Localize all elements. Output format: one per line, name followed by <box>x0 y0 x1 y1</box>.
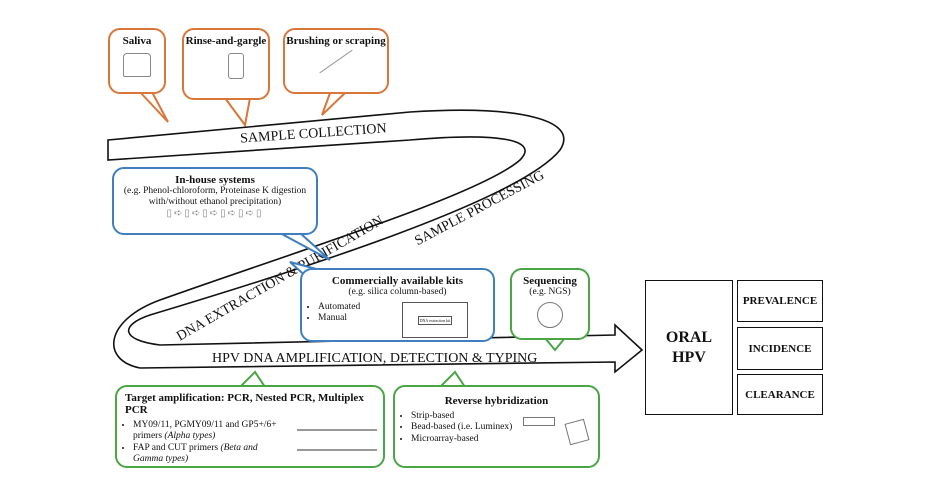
kit-label: DNA extraction kit <box>417 315 453 325</box>
rinse-tail <box>223 97 252 128</box>
list-item: Strip-based <box>411 411 531 422</box>
inhouse-title: In-house systems <box>175 174 255 186</box>
primer-note: (Beta and Gamma types) <box>133 442 258 465</box>
brushing-title: Brushing or scraping <box>286 35 386 47</box>
brushing-tail <box>321 92 348 116</box>
inhouse-callout: In-house systems (e.g. Phenol-chloroform… <box>112 167 318 235</box>
list-item: MY09/11, PGMY09/11 and GP5+/6+ primers (… <box>133 420 283 443</box>
s-curve-arrow <box>107 109 644 374</box>
inhouse-subtitle: (e.g. Phenol-chloroform, Proteinase K di… <box>123 186 307 207</box>
strip-icon <box>523 417 555 426</box>
oral-hpv-box: ORAL HPV <box>645 280 733 415</box>
list-item: Automated <box>318 302 398 313</box>
reverse-hybridization-callout: Reverse hybridization Strip-based Bead-b… <box>393 385 600 468</box>
flow-cell-icon <box>537 301 563 328</box>
list-item: Bead-based (i.e. Luminex) <box>411 422 531 433</box>
target-amplification-callout: Target amplification: PCR, Nested PCR, M… <box>115 385 385 468</box>
extraction-kit-icon: DNA extraction kit <box>402 302 468 338</box>
saliva-tail <box>137 91 169 123</box>
incidence-box: INCIDENCE <box>737 327 823 370</box>
commercial-callout: Commercially available kits (e.g. silica… <box>300 268 495 342</box>
hybridization-title: Reverse hybridization <box>444 395 549 407</box>
brushing-callout: Brushing or scraping <box>283 28 389 94</box>
brush-icon <box>319 49 353 74</box>
list-item: FAP and CUT primers (Beta and Gamma type… <box>133 443 283 466</box>
microarray-icon <box>564 418 590 446</box>
saliva-callout: Saliva <box>108 28 166 94</box>
sequencing-callout: Sequencing (e.g. NGS) <box>510 268 590 340</box>
primer-note: (Alpha types) <box>164 431 216 442</box>
oral-hpv-title: ORAL HPV <box>665 329 713 366</box>
list-item: Manual <box>318 313 398 324</box>
prevalence-box: PREVALENCE <box>737 280 823 322</box>
saliva-tube-icon <box>123 53 151 77</box>
tube-sequence-icon: ▯➪▯➪▯➪▯➪▯➪▯ <box>166 207 264 219</box>
clearance-box: CLEARANCE <box>737 374 823 415</box>
amplification-label: HPV DNA AMPLIFICATION, DETECTION & TYPIN… <box>212 351 537 366</box>
list-item: Microarray-based <box>411 434 531 445</box>
bottle-icon <box>228 53 244 79</box>
sequencing-subtitle: (e.g. NGS) <box>529 287 571 297</box>
commercial-title: Commercially available kits <box>331 275 464 287</box>
saliva-title: Saliva <box>122 35 152 47</box>
primer-text: MY09/11, PGMY09/11 and GP5+/6+ primers <box>133 420 277 442</box>
dna-strand-icon <box>297 429 377 431</box>
target-title: Target amplification: PCR, Nested PCR, M… <box>125 392 364 416</box>
commercial-subtitle: (e.g. silica column-based) <box>348 287 447 297</box>
primer-text: FAP and CUT primers <box>133 442 219 453</box>
sequencing-title: Sequencing <box>523 275 577 287</box>
dna-strand-icon <box>297 449 377 451</box>
rinse-title: Rinse-and-gargle <box>185 35 267 47</box>
rinse-callout: Rinse-and-gargle <box>182 28 270 100</box>
